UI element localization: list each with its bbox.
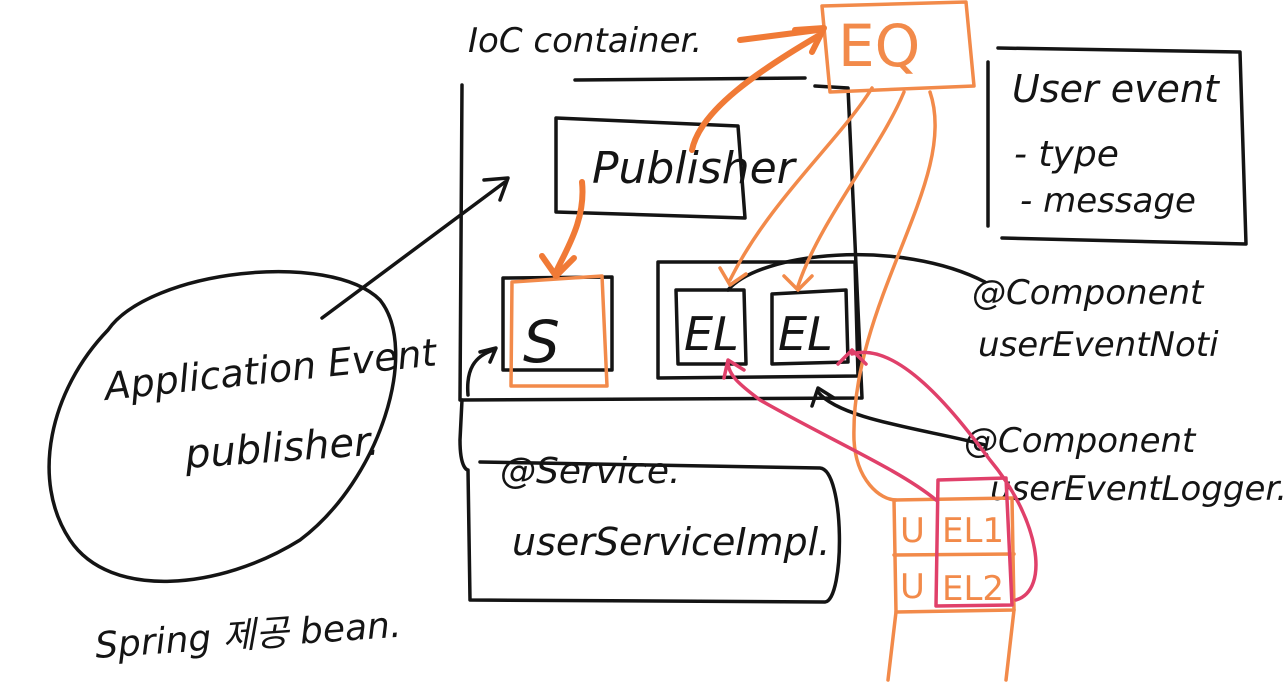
publisher-oval: Application Event publisher. <box>47 269 440 584</box>
component-logger: @Component userEventLogger. <box>964 421 1287 509</box>
component-logger-annotation: @Component <box>964 421 1197 461</box>
pink-flows <box>722 348 1038 608</box>
publisher-label: Publisher <box>592 143 798 194</box>
user-event-panel: User event - type - message <box>986 46 1248 246</box>
event-queue: EQ <box>820 0 976 94</box>
user-event-title: User event <box>1012 67 1221 111</box>
user-event-field-type: - type <box>1014 134 1119 175</box>
listener-label-2: EL <box>778 307 833 361</box>
queue-slot-2-left: U <box>900 567 925 607</box>
spring-bean-label: Spring 제공 bean. <box>94 605 403 667</box>
service-box-label: S <box>523 308 560 376</box>
service-line-1: @Service. <box>500 451 681 492</box>
orange-flows: U U EL1 EL2 <box>539 25 1016 682</box>
component-logger-name: userEventLogger. <box>990 469 1287 509</box>
ioc-container-label: IoC container. <box>468 21 702 61</box>
component-noti-name: userEventNoti <box>978 325 1219 365</box>
listener-label-1: EL <box>684 307 739 361</box>
user-event-field-message: - message <box>1020 181 1196 221</box>
service-box: S <box>501 274 614 388</box>
queue-slot-1-left: U <box>900 511 925 551</box>
queue-slot-2-right: EL2 <box>942 569 1004 609</box>
component-noti-annotation: @Component <box>972 273 1205 313</box>
event-queue-label: EQ <box>838 12 920 80</box>
queue-slot-1-right: EL1 <box>942 511 1004 551</box>
publisher-oval-line-2: publisher. <box>182 419 380 479</box>
black-connectors <box>320 176 987 447</box>
listener-group: EL EL <box>656 260 860 380</box>
component-noti: @Component userEventNoti <box>972 273 1219 365</box>
publisher-box: Publisher <box>554 116 798 220</box>
ioc-container: IoC container. <box>458 21 864 402</box>
service-line-2: userServiceImpl. <box>512 520 830 564</box>
service-impl-box: @Service. userServiceImpl. <box>458 398 842 604</box>
